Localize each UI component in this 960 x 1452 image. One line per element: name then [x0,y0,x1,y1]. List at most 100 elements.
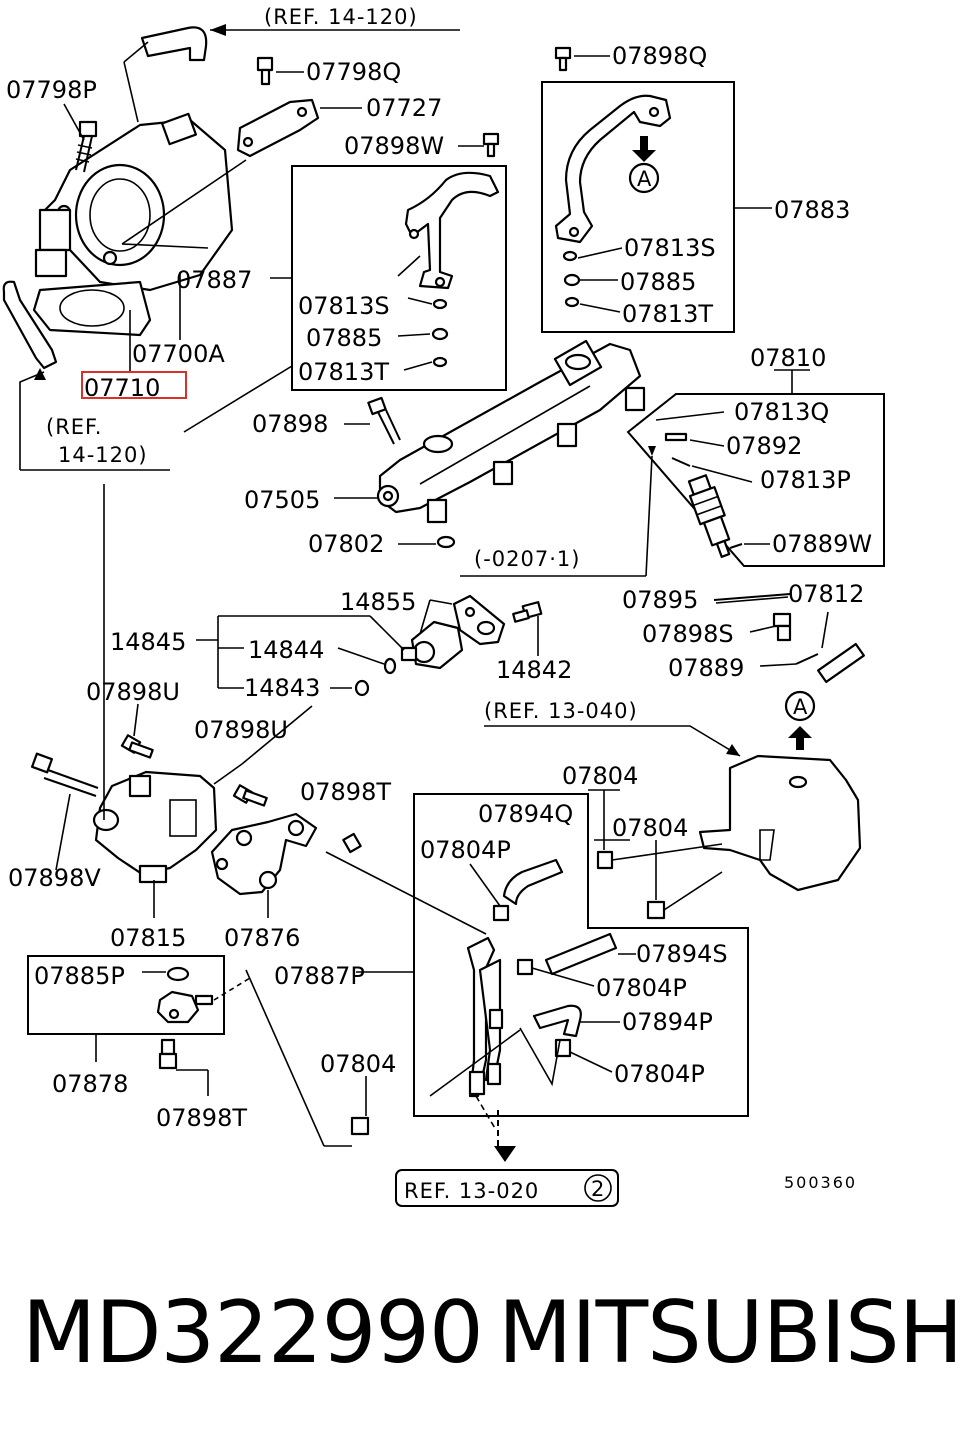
throttle-body-group [2,24,500,471]
hose-left [2,280,58,370]
ref-14-120-left-line1: (REF. [46,415,102,439]
label-07898Q: 07898Q [612,42,707,70]
ref-date-range: (-0207·1) [474,547,580,571]
marker-a-top-label: A [637,167,652,191]
label-07815: 07815 [110,924,186,952]
footer-brand: MITSUBISHI [498,1283,960,1383]
label-07898W: 07898W [344,132,444,160]
label-07813S-a: 07813S [624,234,716,262]
label-07883: 07883 [774,196,850,224]
label-07894P: 07894P [622,1008,713,1036]
label-07727: 07727 [366,94,442,122]
label-14842: 14842 [496,656,572,684]
label-07813P: 07813P [760,466,851,494]
washer-07813T-b [432,356,448,368]
part-labels: 07798P 07798Q 07727 07898W 07898Q 07883 … [6,42,872,1132]
label-07878: 07878 [52,1070,128,1098]
label-07804P-c: 07804P [614,1060,705,1088]
washer-07885-b [431,327,449,341]
label-07898: 07898 [252,410,328,438]
ref-13-020: REF. 13-020 [404,1179,539,1203]
bolt-07798Q [256,56,274,86]
fuel-rail-group [334,339,646,549]
nut-07804-c [350,1116,370,1136]
nut-07804-b [646,900,666,920]
bolt-07898W [482,132,500,158]
washer-07813T-a [564,296,580,308]
label-07885-a: 07885 [620,268,696,296]
ref-13-040: (REF. 13-040) [484,699,638,723]
label-07887P: 07887P [274,962,365,990]
label-07887: 07887 [176,266,252,294]
iac-group [30,484,487,935]
label-07892: 07892 [726,432,802,460]
label-07804-c: 07804 [320,1050,396,1078]
pipe-box-07883 [541,46,772,333]
label-07894S: 07894S [636,940,728,968]
label-07898U-b: 07898U [194,716,288,744]
label-07813Q: 07813Q [734,398,829,426]
oring-07802 [436,535,456,549]
label-07898S: 07898S [642,620,734,648]
label-07885-b: 07885 [306,324,382,352]
reference-labels: (REF. 14-120) (REF. 14-120) (-0207·1) (R… [46,5,857,1203]
label-07813T-b: 07813T [298,358,389,386]
throttle-gasket [32,280,152,337]
label-07813S-b: 07813S [298,292,390,320]
label-07889W: 07889W [772,530,872,558]
label-07700A: 07700A [132,340,225,368]
label-07885P: 07885P [34,962,125,990]
footer-part-number: MD322990 [22,1283,484,1383]
intake-manifold [698,754,862,892]
label-07802: 07802 [308,530,384,558]
nut-07804-a [596,850,614,870]
right-small-parts [713,593,865,684]
marker-a-bottom [784,690,816,722]
sensor-07878 [156,990,200,1024]
pipe-box-07887 [183,165,507,433]
label-14843: 14843 [244,674,320,702]
highlight-box-07710 [81,371,187,399]
ref-circle-2: 2 [591,1177,605,1201]
hose-box-07887P [356,793,749,1162]
pipe-07812 [817,642,865,684]
bracket-07727 [236,98,320,158]
ref-14-120-top: (REF. 14-120) [264,5,418,29]
label-07876: 07876 [224,924,300,952]
label-07804-a: 07804 [562,762,638,790]
label-07898T-b: 07898T [156,1104,247,1132]
ref-13020-box [395,1169,619,1207]
hose-07894P [532,1004,582,1038]
label-14855: 14855 [340,588,416,616]
label-07889: 07889 [668,654,744,682]
label-07798P: 07798P [6,76,97,104]
label-07804-b: 07804 [612,814,688,842]
clamp-07804P-b [516,958,534,976]
injector [687,474,731,558]
hose-07894S [544,932,618,976]
intake-manifold-group [484,690,862,920]
bolt-07798P [75,120,98,173]
washer-14844 [383,657,397,675]
label-07895: 07895 [622,586,698,614]
ref-14-120-left-line2: 14-120) [58,443,148,467]
figure-number: 500360 [784,1173,857,1192]
label-07812: 07812 [788,580,864,608]
solenoid-group [196,594,543,697]
injector-box-07810 [460,369,885,577]
label-07898U-a: 07898U [86,678,180,706]
hose-top [140,26,208,62]
oring-07885P [166,966,190,982]
marker-a-top [628,162,660,194]
label-07505: 07505 [244,486,320,514]
clamp-07804P-a [492,904,510,922]
label-07710: 07710 [84,374,160,402]
fuel-rail-07505 [378,342,642,514]
label-07810: 07810 [750,344,826,372]
label-07798Q: 07798Q [306,58,401,86]
gasket-14855 [452,594,506,646]
label-07894Q: 07894Q [478,800,573,828]
washer-07813S-b [432,298,448,310]
pipe-07887 [404,171,500,290]
